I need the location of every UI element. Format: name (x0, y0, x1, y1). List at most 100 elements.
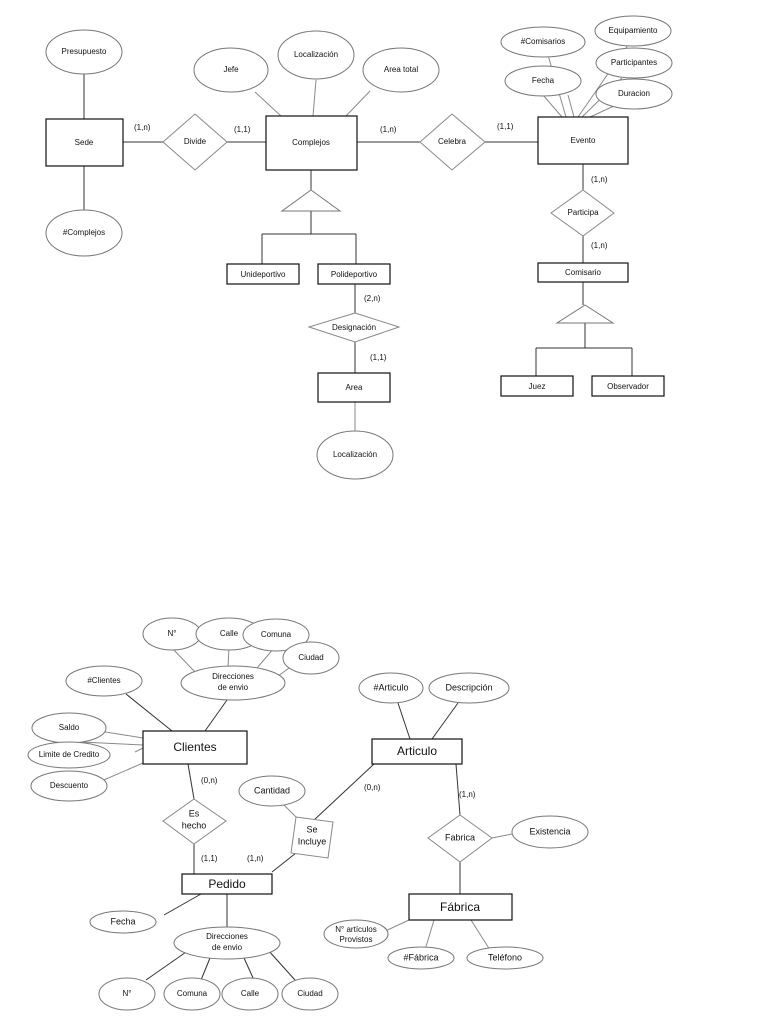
cardinality-label: (1,1) (497, 122, 514, 131)
attribute-label: Equipamiento (609, 26, 658, 35)
cardinality-label: (1,n) (591, 175, 608, 184)
attribute-ciudad: Ciudad (282, 641, 340, 675)
entity-label: Fábrica (440, 900, 480, 914)
entity-label: Polideportivo (331, 270, 378, 279)
attribute-label: Area total (384, 65, 418, 74)
attribute-label: Comuna (177, 989, 208, 998)
cardinality-label: (1,n) (247, 854, 264, 863)
cardinality-label: (1,1) (234, 125, 251, 134)
relation-label-line2: hecho (182, 820, 207, 830)
attribute-limite-credito: Limite de Credito (27, 741, 111, 769)
entity-label: Evento (571, 136, 596, 145)
attribute-label: Ciudad (297, 989, 322, 998)
attribute-equipamiento: Equipamiento (594, 15, 672, 47)
cardinality-label: (0,n) (201, 776, 218, 785)
attribute-presupuesto: Presupuesto (45, 29, 123, 75)
entity-label: Articulo (397, 744, 437, 758)
er-diagram-pedidos: N° Calle Comuna Ciudad Direcciones de en… (27, 617, 589, 1011)
entity-pedido: Pedido (181, 873, 273, 895)
attribute-label: Descuento (50, 781, 89, 790)
attribute-fecha-evento: Fecha (504, 65, 582, 97)
attribute-fecha-pedido: Fecha (89, 910, 157, 934)
entity-label: Juez (529, 382, 546, 391)
entity-articulo: Articulo (371, 738, 463, 765)
relation-label-line1: Se (306, 824, 317, 834)
attribute-label: Calle (220, 629, 239, 638)
attribute-label: Jefe (223, 65, 239, 74)
attribute-pedido-comuna: Comuna (163, 977, 221, 1011)
attribute-label: Calle (241, 989, 260, 998)
relation-divide: Divide (162, 113, 228, 171)
entity-label: Sede (75, 138, 94, 147)
entity-fabrica: Fábrica (408, 893, 513, 921)
attribute-pedido-ciudad: Ciudad (281, 977, 339, 1011)
attribute-area-total: Area total (362, 47, 440, 93)
relation-celebra: Celebra (419, 113, 486, 171)
attribute-participantes: Participantes (595, 47, 673, 79)
attribute-jefe: Jefe (193, 47, 269, 93)
attribute-label-line1: N° artículos (335, 925, 376, 934)
entity-label: Clientes (173, 740, 216, 754)
attribute-label: Saldo (59, 723, 80, 732)
attribute-direcciones-envio: Direcciones de envio (180, 665, 286, 701)
attribute-label: Comuna (261, 630, 292, 639)
attribute-label: Presupuesto (62, 47, 107, 56)
attribute-label: Participantes (611, 58, 657, 67)
entity-clientes: Clientes (142, 730, 248, 765)
entity-observador: Observador (591, 375, 665, 397)
attribute-duracion: Duracion (595, 78, 673, 110)
attribute-label: Ciudad (298, 653, 323, 662)
attribute-label: N° (123, 989, 132, 998)
relation-designacion: Designación (307, 312, 401, 343)
relation-label: Celebra (438, 137, 467, 146)
attribute-label: Localización (294, 50, 338, 59)
entity-polideportivo: Polideportivo (317, 263, 391, 285)
attribute-label: Cantidad (254, 785, 290, 795)
entity-label: Unideportivo (241, 270, 286, 279)
entity-juez: Juez (500, 375, 574, 397)
cardinality-label: (1,1) (370, 353, 387, 362)
attribute-descripcion: Descripción (428, 672, 510, 704)
relation-se-incluye: Se Incluye (290, 816, 334, 859)
relation-es-hecho: Es hecho (162, 798, 227, 845)
attribute-num-articulo: #Articulo (358, 672, 424, 704)
entity-label: Observador (607, 382, 649, 391)
specialization-triangle-complejos (280, 189, 342, 212)
attribute-label: #Articulo (373, 682, 408, 692)
cardinality-label: (1,n) (459, 790, 476, 799)
attribute-existencia: Existencia (511, 815, 589, 849)
attribute-area-localizacion: Localización (316, 430, 394, 480)
attribute-label: #Fábrica (403, 952, 438, 962)
attribute-label-line2: de envio (218, 683, 249, 692)
attribute-localizacion: Localización (277, 30, 355, 80)
specialization-triangle-comisario (555, 304, 615, 324)
attribute-label-line1: Direcciones (212, 672, 254, 681)
entity-comisario: Comisario (537, 262, 629, 283)
attribute-label: #Comisarios (521, 37, 565, 46)
entity-complejos: Complejos (265, 115, 358, 171)
attribute-label: Teléfono (488, 952, 522, 962)
attribute-label-line2: de envio (212, 943, 243, 952)
cardinality-label: (1,n) (591, 241, 608, 250)
attribute-label: #Complejos (63, 228, 105, 237)
attribute-label: Duracion (618, 89, 650, 98)
attribute-pedido-n: N° (98, 977, 156, 1011)
attribute-calle: Calle (195, 617, 263, 651)
cardinality-label: (1,n) (380, 125, 397, 134)
entity-label: Area (346, 383, 363, 392)
attribute-label-line2: Provistos (340, 935, 373, 944)
relation-label: Participa (567, 208, 599, 217)
relation-participa: Participa (550, 189, 615, 237)
attribute-n: N° (142, 617, 202, 651)
cardinality-label: (1,1) (201, 854, 218, 863)
attribute-label: Localización (333, 450, 377, 459)
cardinality-label: (1,n) (134, 123, 151, 132)
attribute-n-articulos-provistos: N° artículos Provistos (323, 919, 389, 949)
entity-label: Comisario (565, 268, 602, 277)
relation-fabrica: Fabrica (427, 814, 493, 863)
attribute-label: Existencia (529, 826, 570, 836)
attribute-telefono: Teléfono (466, 946, 544, 970)
er-diagram-complejos: Presupuesto #Complejos Jefe Localización… (45, 15, 673, 480)
entity-sede: Sede (45, 118, 124, 167)
